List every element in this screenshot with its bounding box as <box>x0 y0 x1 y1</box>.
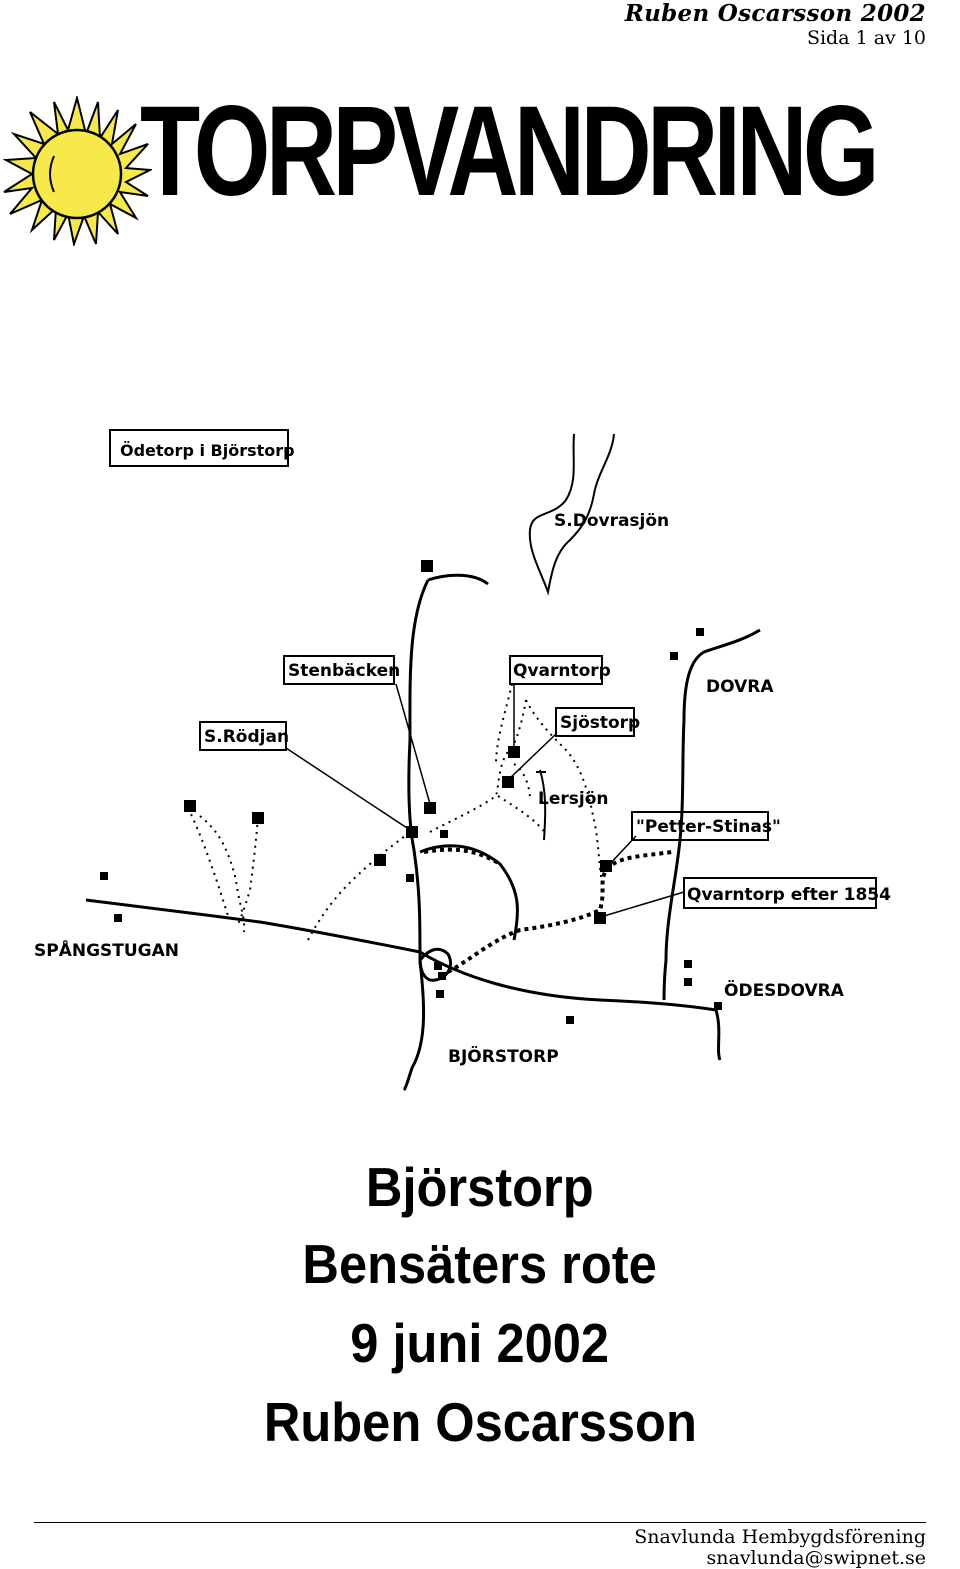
header-author-year: Ruben Oscarsson 2002 <box>624 0 926 27</box>
footer-organization: Snavlunda Hembygdsförening <box>634 1526 926 1548</box>
map-title-box <box>109 429 289 467</box>
sun-icon <box>2 96 152 246</box>
label-qvarntorp-efter-1854: Qvarntorp efter 1854 <box>687 885 891 905</box>
label-s-rodjan: S.Rödjan <box>204 727 289 747</box>
label-spangstugan: SPÅNGSTUGAN <box>34 938 179 961</box>
banner-title: TORPVANDRING <box>140 80 880 223</box>
label-odesdovra: ÖDESDOVRA <box>724 979 845 1001</box>
label-s-dovrasjon: S.Dovrasjön <box>554 511 669 531</box>
footer-divider <box>34 1522 926 1523</box>
title-line-date: 9 juni 2002 <box>350 1312 610 1374</box>
label-lersjon: Lersjön <box>538 789 608 809</box>
label-petter-stinas: "Petter-Stinas" <box>636 817 781 837</box>
label-qvarntorp: Qvarntorp <box>513 661 611 681</box>
label-sjostorp: Sjöstorp <box>560 713 640 733</box>
header-page-number: Sida 1 av 10 <box>806 27 926 49</box>
label-dovra: DOVRA <box>706 677 774 697</box>
title-line-rote: Bensäters rote <box>302 1233 658 1295</box>
trail-map: Ödetorp i Björstorp S.Dovrasjön <box>34 429 891 1092</box>
title-line-author: Ruben Oscarsson <box>263 1391 697 1453</box>
title-line-place: Björstorp <box>366 1156 594 1218</box>
label-bjorstorp: BJÖRSTORP <box>448 1045 559 1067</box>
map-title: Ödetorp i Björstorp <box>120 441 295 460</box>
footer-email: snavlunda@swipnet.se <box>706 1547 927 1569</box>
label-stenbacken: Stenbäcken <box>288 661 400 681</box>
